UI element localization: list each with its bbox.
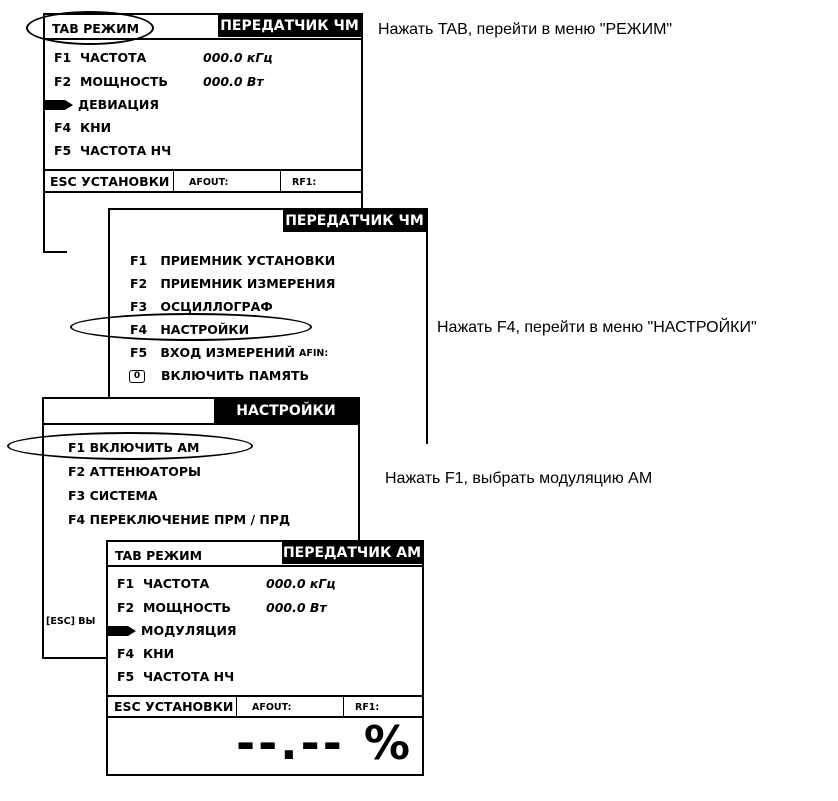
screen4-row-modulation[interactable]: МОДУЛЯЦИЯ [141,623,237,638]
settings-system[interactable]: F3 СИСТЕМА [68,488,158,503]
screen1-frequency-value: 000.0 кГц [203,50,273,65]
screen1-footer-divider-2 [280,170,281,191]
screen4-footer-bottom-rule [106,716,424,718]
screen4-footer-divider-2 [343,696,344,717]
screen4-footer-divider-1 [236,696,237,717]
menu-item-receiver-setup[interactable]: F1 ПРИЕМНИК УСТАНОВКИ [130,253,336,268]
instruction-step-3: Нажать F1, выбрать модуляцию АМ [385,470,653,487]
screen4-row-f4[interactable]: F4 КНИ [117,646,175,661]
screen4-header-rule [106,565,424,567]
screen4-esc-setup[interactable]: ESC УСТАНОВКИ [114,699,234,714]
modulation-readout: --.-- % [236,716,413,770]
screen1-row-f5[interactable]: F5 ЧАСТОТА НЧ [54,143,172,158]
screen1-bottom-stub [43,251,67,253]
menu-item-oscilloscope[interactable]: F3 ОСЦИЛЛОГРАФ [130,299,273,314]
highlight-f4-oval [70,313,312,341]
screen-transmitter-am-mode [106,540,424,776]
settings-rx-tx-switch[interactable]: F4 ПЕРЕКЛЮЧЕНИЕ ПРМ / ПРД [68,512,291,527]
screen1-row-f2[interactable]: F2 МОЩНОСТЬ [54,74,168,89]
screen4-footer-top-rule [106,695,424,697]
tab-mode-label-am[interactable]: TAB РЕЖИМ [115,548,203,563]
screen1-afout-label: AFOUT: [189,177,229,188]
screen3-header: НАСТРОЙКИ [214,399,358,423]
screen1-footer-bottom-rule [43,191,363,193]
screen4-row-f5[interactable]: F5 ЧАСТОТА НЧ [117,669,235,684]
screen3-header-rule [42,423,360,425]
screen1-row-f1[interactable]: F1 ЧАСТОТА [54,50,147,65]
instruction-step-2: Нажать F4, перейти в меню "НАСТРОЙКИ" [437,319,757,336]
pointer-arrow-icon [108,626,136,636]
screen1-row-f4[interactable]: F4 КНИ [54,120,112,135]
screen1-power-value: 000.0 Вт [203,74,264,89]
instruction-step-1: Нажать TAB, перейти в меню "РЕЖИМ" [378,21,673,38]
settings-esc-exit-partial[interactable]: [ESC] ВЫ [46,616,96,627]
screen1-row-deviation[interactable]: ДЕВИАЦИЯ [78,97,160,112]
key-zero-icon: 0 [129,370,145,383]
settings-attenuators[interactable]: F2 АТТЕНЮАТОРЫ [68,464,201,479]
highlight-f1-oval [7,432,253,460]
pointer-arrow-icon [45,100,73,110]
screen4-frequency-value: 000.0 кГц [266,576,336,591]
screen4-power-value: 000.0 Вт [266,600,327,615]
screen1-header-rule [43,38,363,40]
screen4-row-f2[interactable]: F2 МОЩНОСТЬ [117,600,231,615]
screen1-esc-setup[interactable]: ESC УСТАНОВКИ [50,174,170,189]
screen2-header: ПЕРЕДАТЧИК ЧМ [283,210,426,232]
screen4-afout-label: AFOUT: [252,702,292,713]
screen4-row-f1[interactable]: F1 ЧАСТОТА [117,576,210,591]
highlight-tab-oval [26,11,154,45]
menu-item-enable-memory[interactable]: ВКЛЮЧИТЬ ПАМЯТЬ [161,368,310,383]
screen4-header: ПЕРЕДАТЧИК АМ [282,542,422,564]
menu-item-receiver-measure[interactable]: F2 ПРИЕМНИК ИЗМЕРЕНИЯ [130,276,336,291]
screen1-header: ПЕРЕДАТЧИК ЧМ [218,15,361,37]
screen1-footer-divider-1 [173,170,174,191]
menu-item-measure-input[interactable]: F5 ВХОД ИЗМЕРЕНИЙ [130,345,295,360]
screen1-rf1-label: RF1: [292,177,317,188]
afin-label: AFIN: [299,348,329,359]
screen1-footer-top-rule [43,169,363,171]
screen4-rf1-label: RF1: [355,702,380,713]
